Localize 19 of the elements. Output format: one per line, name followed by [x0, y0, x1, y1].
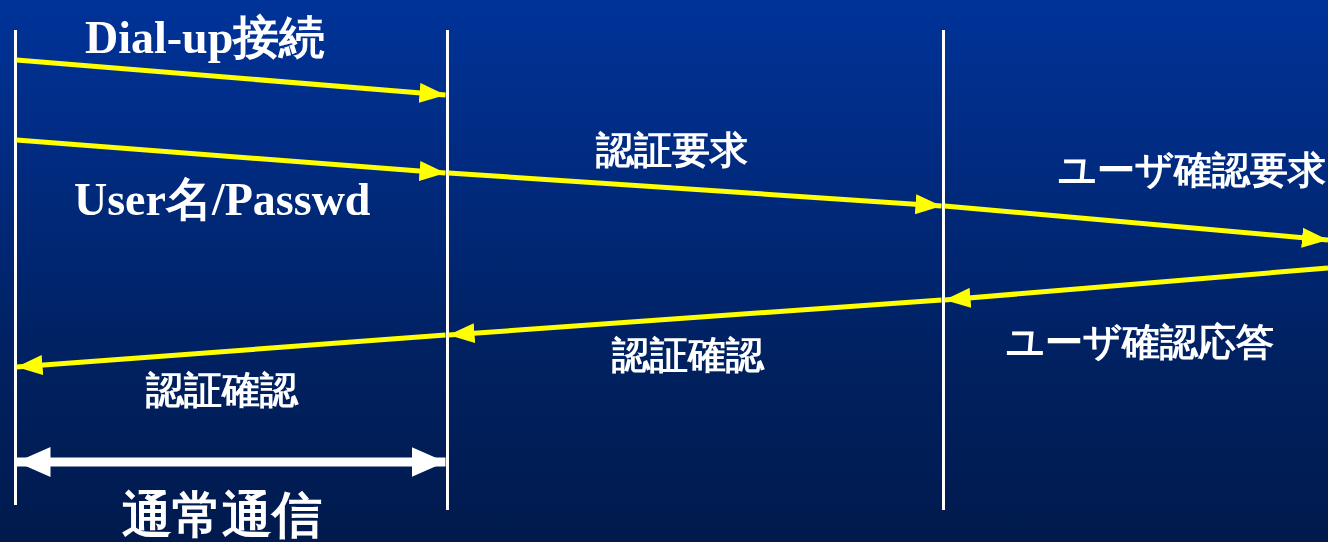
- arrow: [16, 447, 446, 477]
- edge-label: 認証確認: [146, 371, 298, 409]
- arrow: [16, 332, 446, 376]
- lifeline: [13, 30, 17, 505]
- edge-label: ユーザ確認応答: [1006, 323, 1274, 361]
- edge-label: Dial-up接続: [85, 15, 326, 61]
- edge-label: 通常通信: [122, 490, 322, 540]
- arrow: [448, 297, 942, 344]
- arrow: [944, 203, 1328, 248]
- lifeline: [445, 30, 449, 510]
- arrow: [16, 137, 446, 181]
- lifeline: [941, 30, 945, 510]
- edge-label: ユーザ確認要求: [1058, 151, 1326, 189]
- edge-label: 認証確認: [612, 336, 764, 374]
- edge-label: User名/Passwd: [74, 177, 371, 223]
- edge-label: 認証要求: [596, 131, 748, 169]
- arrow: [16, 57, 446, 103]
- arrow: [448, 170, 942, 215]
- arrow: [944, 265, 1328, 308]
